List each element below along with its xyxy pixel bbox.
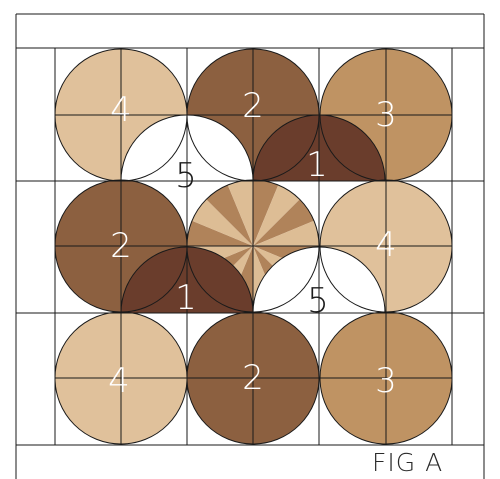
circle-c1-label: 4	[108, 361, 130, 401]
circle-a1-label: 4	[110, 90, 132, 130]
figure-caption: FIG A	[372, 446, 472, 479]
circle-c3-label: 3	[375, 361, 397, 401]
half-circle-bottom-left-label: 1	[175, 278, 197, 318]
circle-a3-label: 3	[375, 95, 397, 135]
circle-b2-label: 4	[375, 225, 397, 265]
half-circle-top-left-label: 5	[175, 156, 197, 196]
half-circle-bottom-right-label: 5	[307, 281, 329, 321]
circle-b1-label: 2	[110, 226, 132, 266]
circle-c2-label: 2	[242, 358, 264, 398]
half-circle-top-right-label: 1	[306, 145, 328, 185]
circle-a2-label: 2	[242, 86, 264, 126]
